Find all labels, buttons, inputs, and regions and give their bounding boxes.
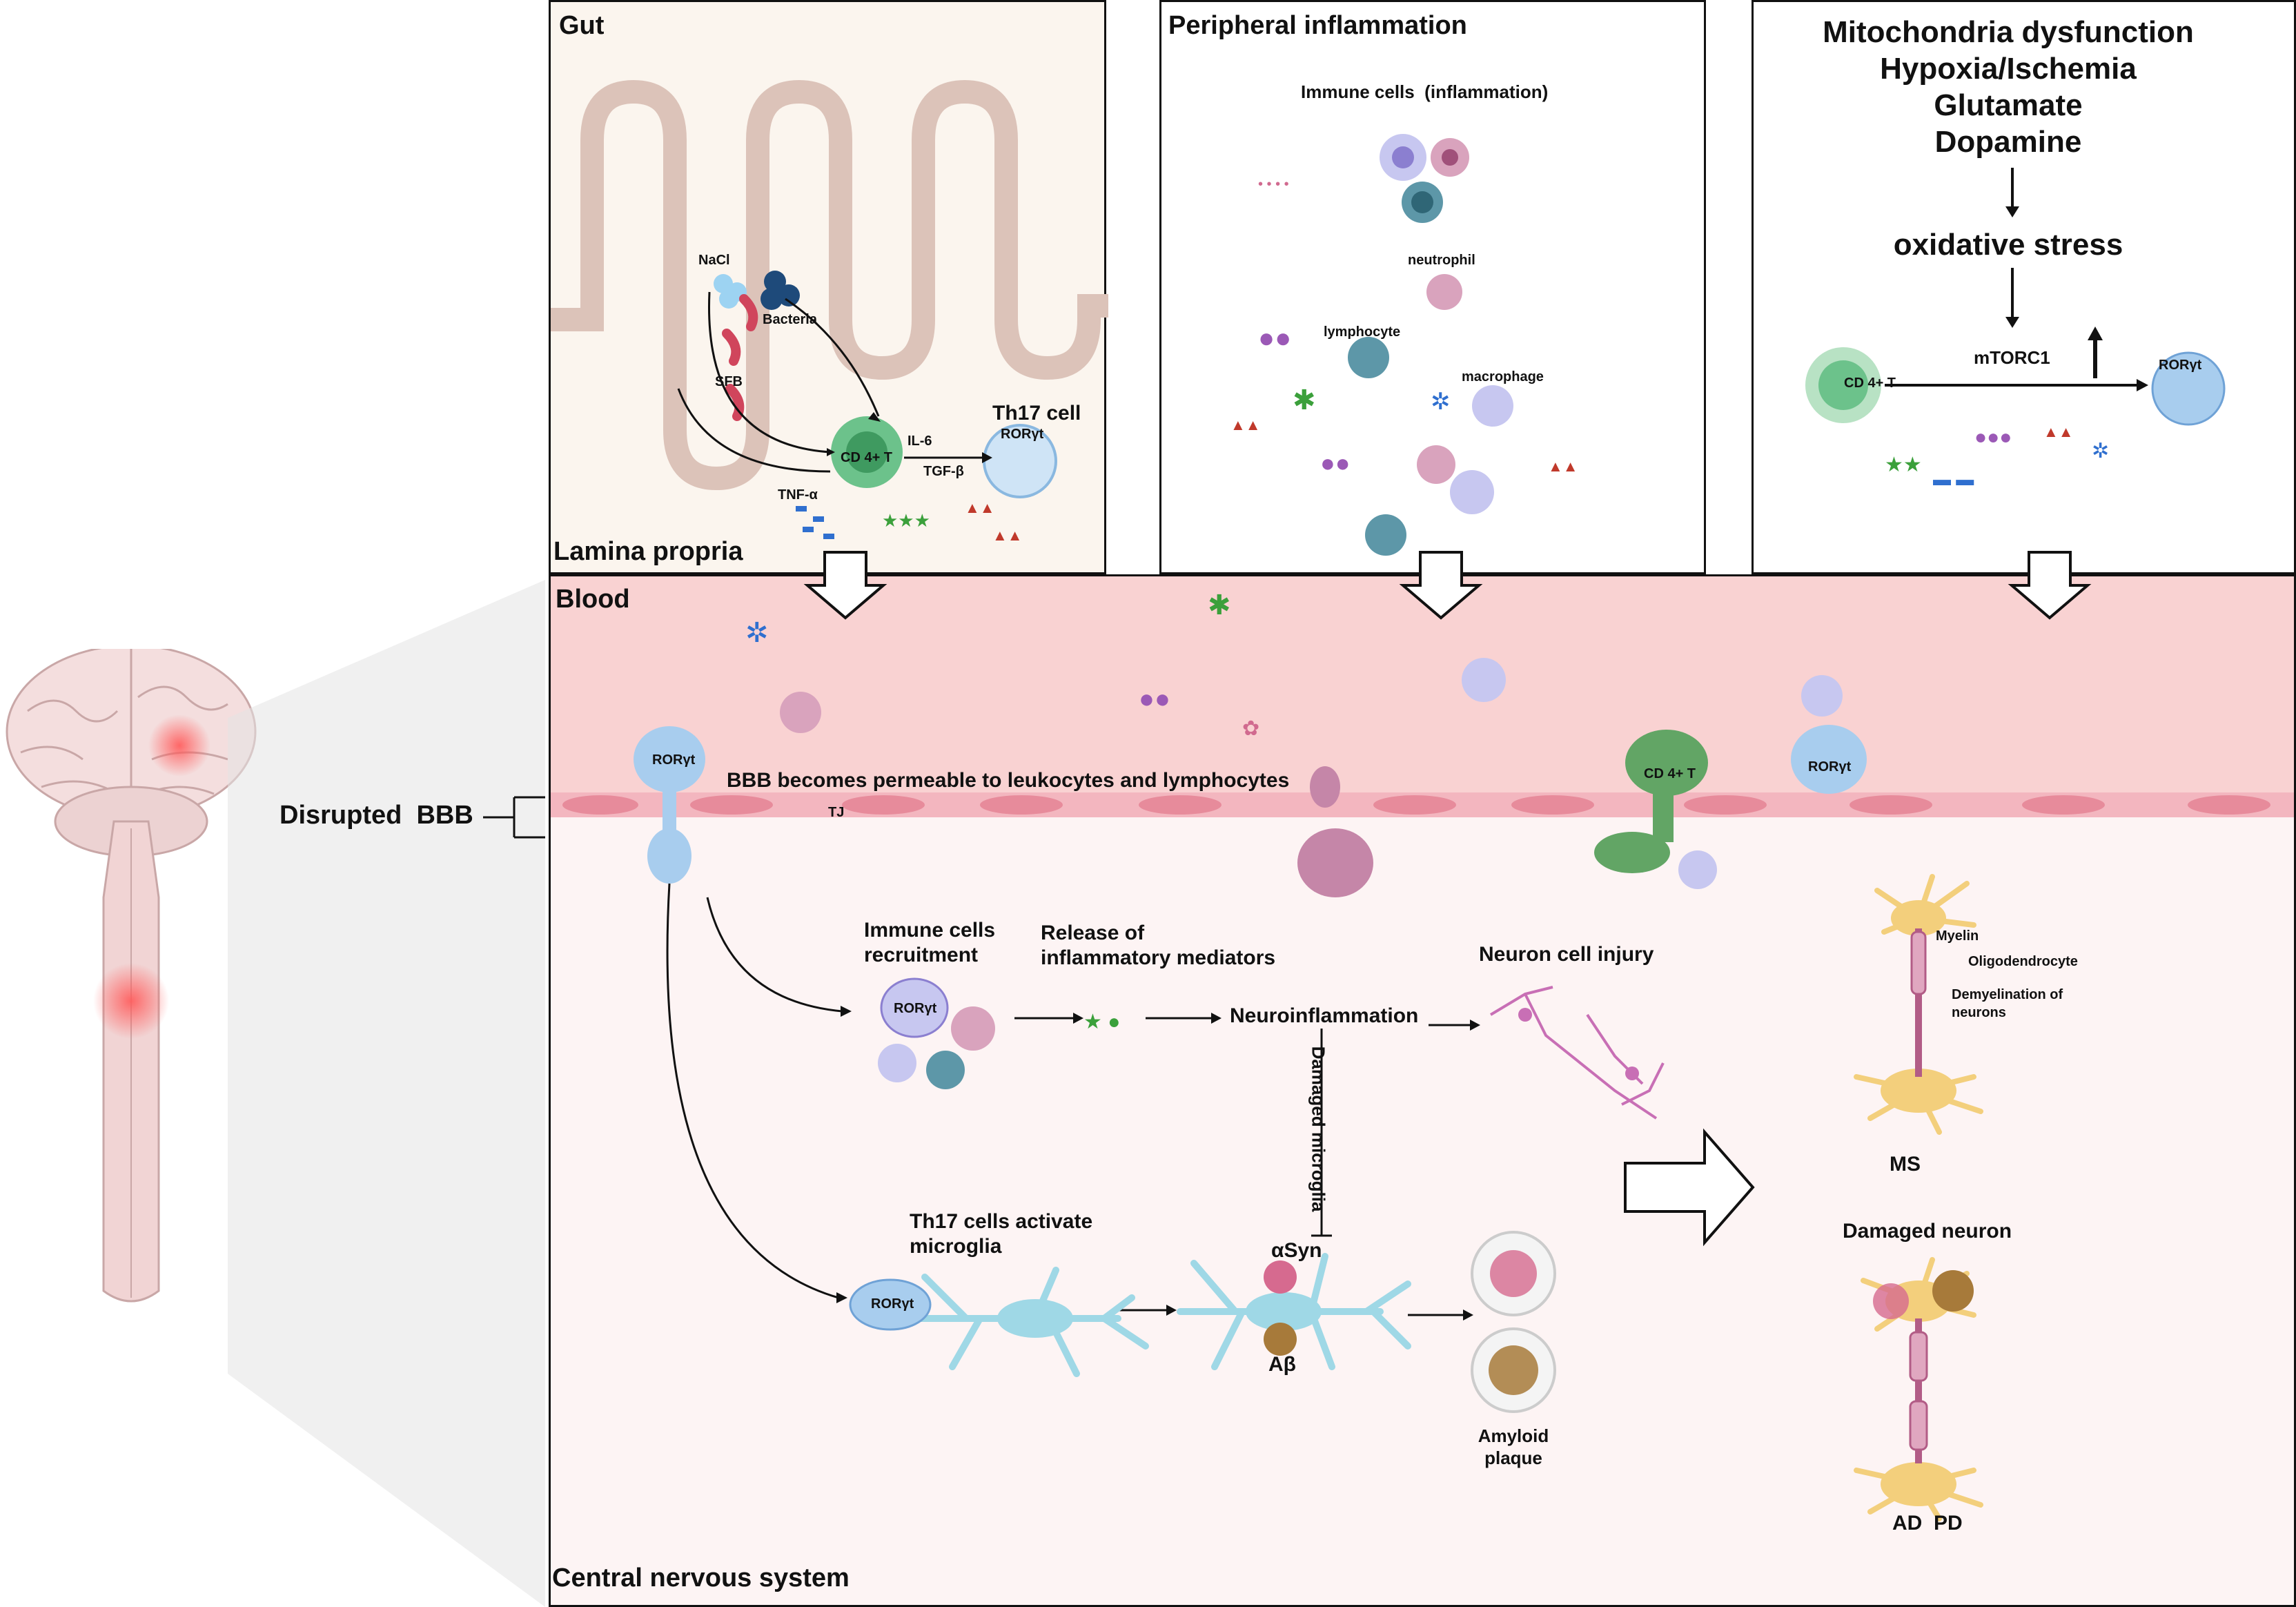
svg-text:✿: ✿ <box>1242 717 1259 740</box>
roryt-blood-right: RORγt <box>1808 759 1852 775</box>
cd4-blood-label: CD 4+ T <box>1644 766 1696 781</box>
disrupted-bbb-label: Disrupted BBB <box>279 801 473 830</box>
cd4-gut-label: CD 4+ T <box>841 450 893 465</box>
svg-text:✱: ✱ <box>1293 385 1316 416</box>
macrophage-label: macrophage <box>1462 369 1544 384</box>
roryt-gut-label: RORγt <box>1001 427 1044 442</box>
roryt-blood-left: RORγt <box>652 752 696 768</box>
zoom-wedge <box>228 580 545 1607</box>
mito-line1: Mitochondria dysfunction <box>1823 15 2194 49</box>
amyloid-plaque-label: Amyloid plaque <box>1478 1425 1549 1468</box>
svg-text:✲: ✲ <box>2092 440 2109 462</box>
sfb-label: SFB <box>715 374 743 389</box>
blood-title: Blood <box>556 585 630 614</box>
mito-line4: Dopamine <box>1934 125 2082 159</box>
svg-text:●●: ●● <box>1139 685 1170 714</box>
cns-region <box>549 802 2296 1607</box>
damaged-microglia-label: Damaged microglia <box>1308 1046 1329 1212</box>
th17-activate-label: Th17 cells activate microglia <box>910 1210 1093 1258</box>
immune-recruit-label: Immune cells recruitment <box>864 919 996 966</box>
il6-label: IL-6 <box>907 434 932 449</box>
svg-text:▲▲: ▲▲ <box>992 527 1023 544</box>
th17-label: Th17 cell <box>992 402 1081 425</box>
peripheral-panel: ●● ✱ ●● ✲ ▲▲ ▲▲ • • • • <box>1159 0 1706 574</box>
svg-text:▲▲: ▲▲ <box>1230 416 1261 434</box>
damaged-neuron-label: Damaged neuron <box>1843 1220 2012 1243</box>
mito-panel: ★★ ▬ ▬ ●●● ▲▲ ✲ <box>1752 0 2296 574</box>
svg-text:▬ ▬: ▬ ▬ <box>1933 469 1974 489</box>
peripheral-title: Peripheral inflammation <box>1168 11 1467 40</box>
gut-title: Gut <box>559 11 605 40</box>
svg-text:▲▲: ▲▲ <box>965 499 995 516</box>
cd4-mito-label: CD 4+ T <box>1844 376 1896 391</box>
tgfb-label: TGF-β <box>923 464 964 479</box>
svg-text:●●: ●● <box>1258 323 1291 353</box>
svg-text:▲▲: ▲▲ <box>2043 423 2074 440</box>
svg-text:●●●: ●●● <box>1974 426 2012 449</box>
cns-title: Central nervous system <box>552 1564 850 1593</box>
mtorc1-label: mTORC1 <box>1974 347 2050 368</box>
gut-panel: ★★★ ▲▲ ▲▲ <box>549 0 1108 574</box>
svg-text:• • • •: • • • • <box>1258 177 1289 192</box>
roryt-recruit-label: RORγt <box>894 1001 937 1016</box>
mito-line2: Hypoxia/Ischemia <box>1880 52 2137 86</box>
asyn-label: αSyn <box>1271 1239 1322 1262</box>
neuroinflammation-label: Neuroinflammation <box>1230 1004 1419 1027</box>
abeta-label: Aβ <box>1268 1353 1296 1376</box>
lymphocyte-label: lymphocyte <box>1324 324 1401 340</box>
svg-text:★★★: ★★★ <box>882 510 930 531</box>
lamina-propria-label: Lamina propria <box>553 537 743 566</box>
release-mediators-label: Release of inflammatory mediators <box>1041 922 1276 969</box>
bbb-bracket <box>483 796 545 839</box>
bbb-permeable-text: BBB becomes permeable to leukocytes and … <box>727 769 1290 792</box>
tnf-label: TNF-α <box>778 487 818 503</box>
roryt-mito-label: RORγt <box>2159 358 2202 373</box>
svg-text:✲: ✲ <box>1431 389 1451 415</box>
tj-label: TJ <box>828 805 845 820</box>
mito-line3: Glutamate <box>1934 88 2083 122</box>
nacl-label: NaCl <box>698 253 730 268</box>
neuron-injury-label: Neuron cell injury <box>1479 943 1654 966</box>
adpd-label: AD PD <box>1892 1512 1963 1535</box>
roryt-microglia-label: RORγt <box>871 1296 914 1312</box>
immune-cells-label: Immune cells (inflammation) <box>1301 81 1549 102</box>
svg-text:▲▲: ▲▲ <box>1548 458 1578 475</box>
oligodendrocyte-label: Oligodendrocyte <box>1968 954 2078 969</box>
ms-label: MS <box>1890 1153 1921 1176</box>
svg-text:✲: ✲ <box>745 618 769 648</box>
myelin-label: Myelin <box>1936 928 1979 944</box>
neutrophil-label: neutrophil <box>1408 253 1475 268</box>
svg-text:★ ●: ★ ● <box>1083 1011 1120 1033</box>
svg-text:✱: ✱ <box>1208 590 1231 621</box>
bacteria-label: Bacteria <box>763 312 817 327</box>
brain-spinal-cord-illustration <box>0 649 262 1339</box>
demyelination-label: Demyelination of neurons <box>1952 987 2063 1020</box>
svg-text:●●: ●● <box>1320 449 1351 477</box>
svg-text:★★: ★★ <box>1885 454 1922 476</box>
oxidative-stress: oxidative stress <box>1893 228 2123 262</box>
